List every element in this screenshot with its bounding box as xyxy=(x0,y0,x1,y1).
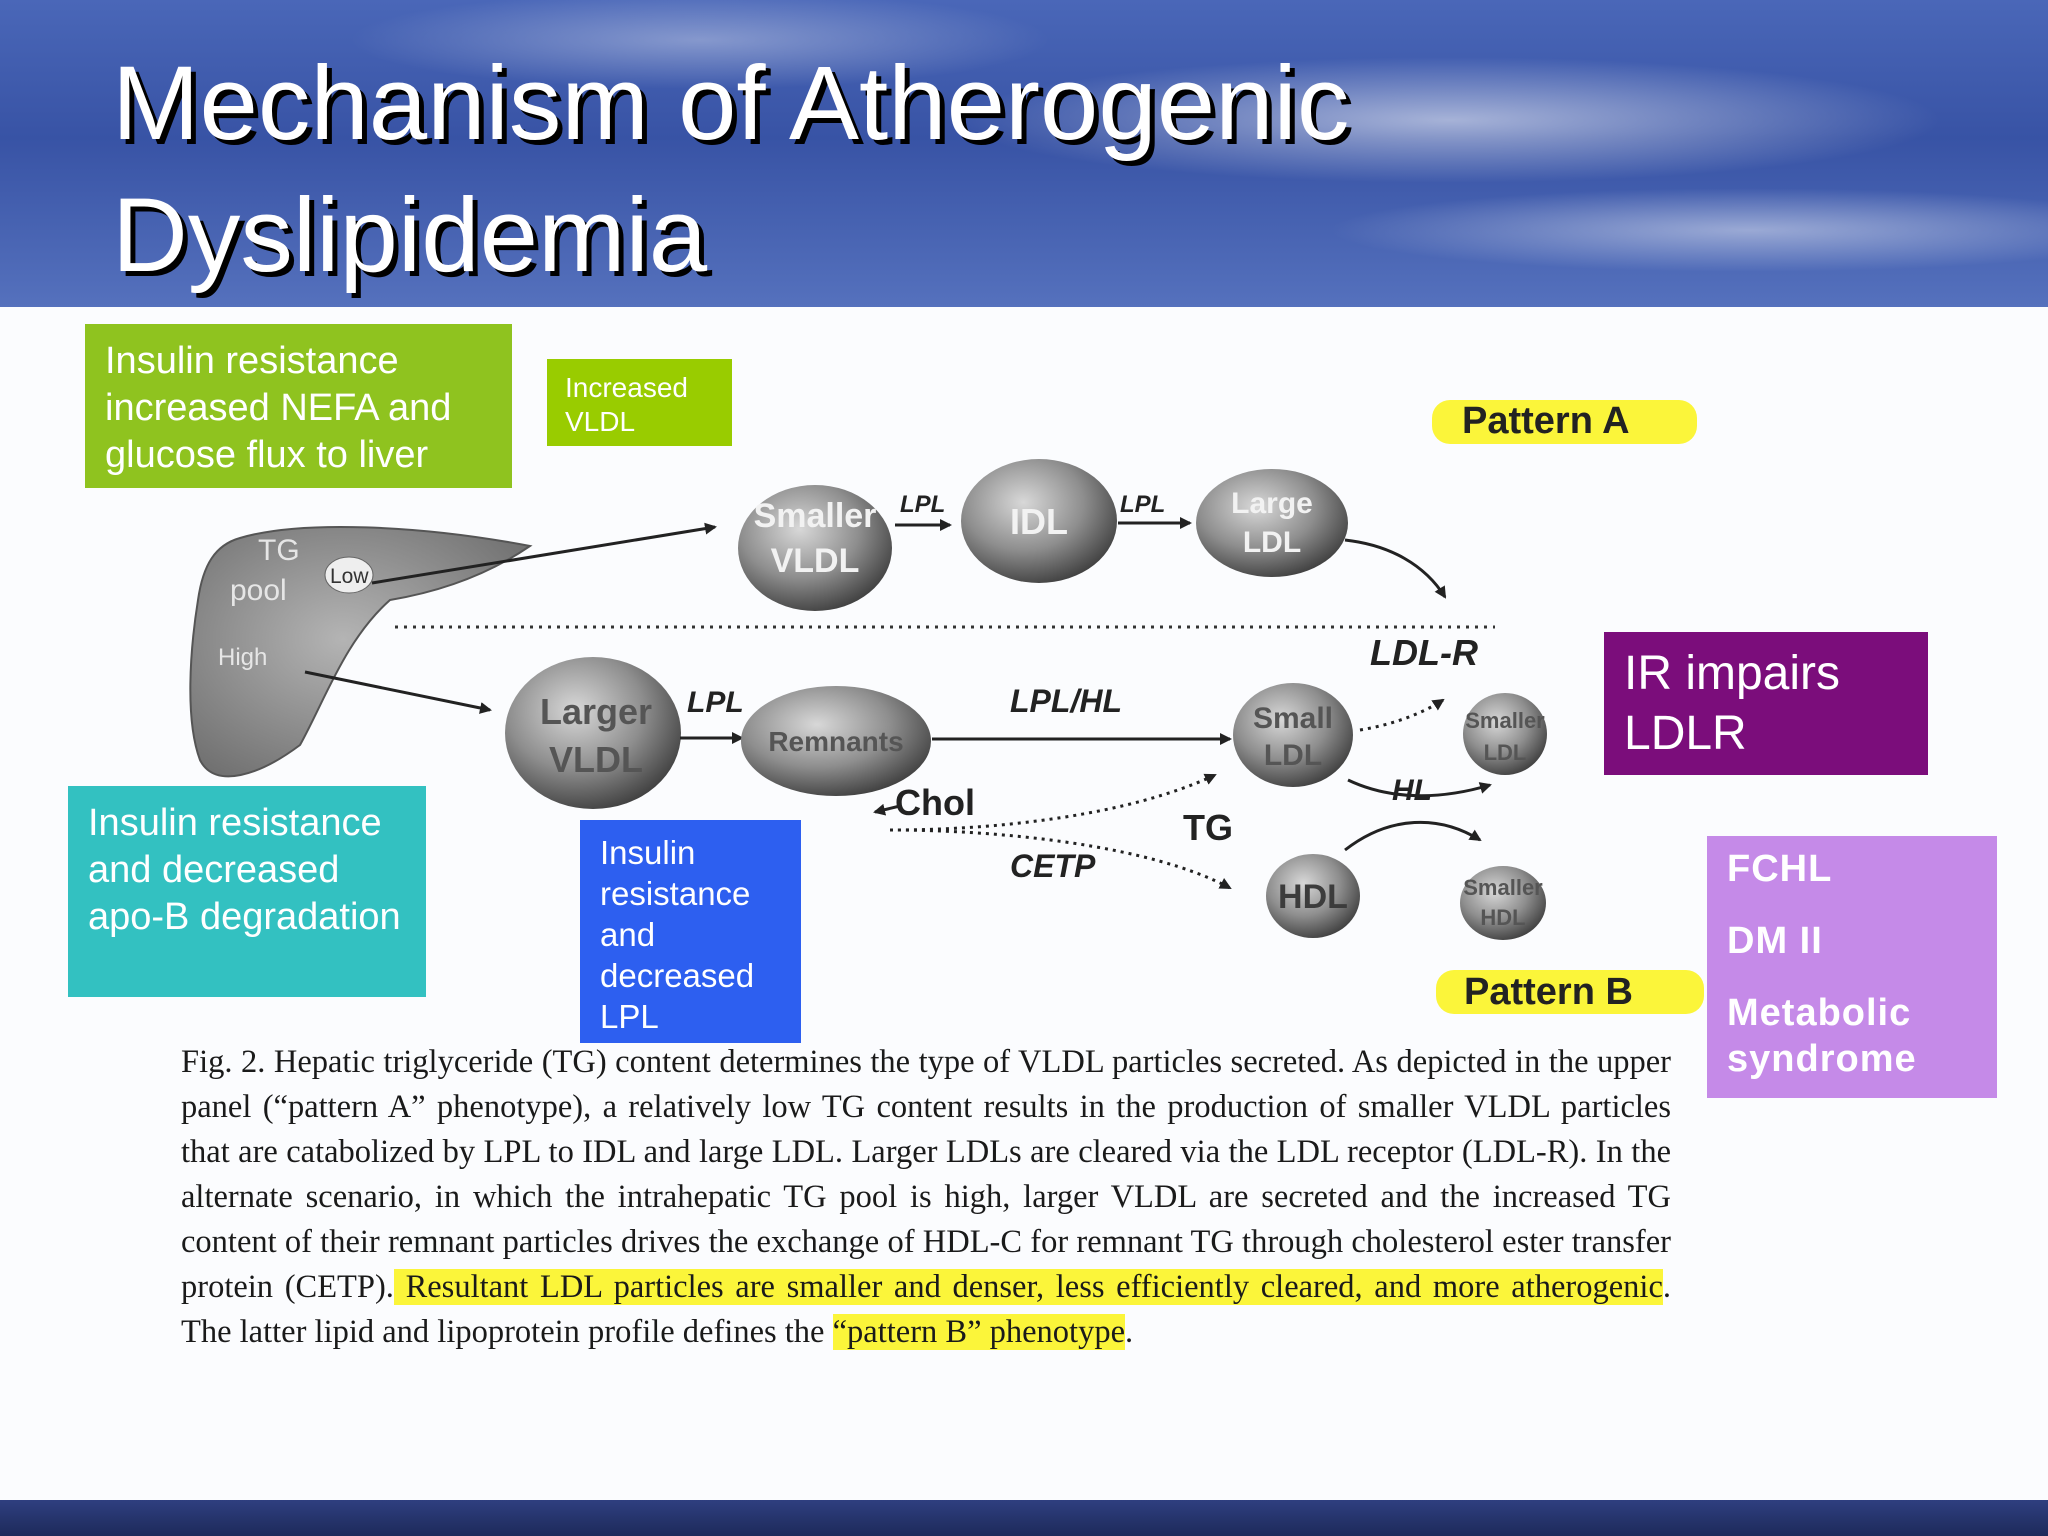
lpl-label-b: LPL xyxy=(687,686,744,719)
large-ldl-label-line1: Large xyxy=(1231,487,1313,520)
tg-label: TG xyxy=(1183,807,1233,848)
callout-conditions-list: FCHL DM II Metabolic syndrome xyxy=(1707,836,1997,1098)
figure-caption: Fig. 2. Hepatic triglyceride (TG) conten… xyxy=(181,1040,1671,1355)
condition-dm-ii: DM II xyxy=(1727,920,1823,962)
arrow-large-ldl-to-ldlr xyxy=(1344,538,1447,599)
liver-shape xyxy=(189,526,533,778)
callout-ir-impairs-ldlr: IR impairs LDLR xyxy=(1604,632,1928,775)
footer-bar xyxy=(0,1500,2048,1536)
smaller-ldl-label-line1: Smaller xyxy=(1465,708,1545,733)
callout-increased-vldl: Increased VLDL xyxy=(547,359,732,446)
pattern-a-highlight xyxy=(1432,400,1697,444)
sky-header-background xyxy=(0,0,2048,307)
caption-body: Hepatic triglyceride (TG) content determ… xyxy=(181,1044,1671,1305)
remnants-label: Remnants xyxy=(768,726,903,757)
small-ldl-label-line1: Small xyxy=(1253,702,1333,735)
idl-particle xyxy=(961,459,1117,583)
chol-arrow xyxy=(873,803,901,816)
dotted-arrow-small-ldl-to-ldlr xyxy=(1359,698,1445,732)
larger-vldl-label-line2: VLDL xyxy=(549,739,643,780)
caption-middle: . The latter lipid and lipoprotein profi… xyxy=(181,1269,1671,1350)
lpl-label-a1: LPL xyxy=(900,491,945,518)
liver-low-label: Low xyxy=(330,565,369,588)
smaller-vldl-label-line1: Smaller xyxy=(754,497,877,535)
liver-low-dot xyxy=(324,556,374,594)
large-ldl-particle xyxy=(1196,469,1348,577)
large-ldl-label-line2: LDL xyxy=(1243,526,1301,559)
caption-end: . xyxy=(1125,1314,1134,1350)
liver-high-label: High xyxy=(218,644,267,671)
smaller-ldl-particle xyxy=(1463,693,1547,775)
callout-apob-degradation: Insulin resistance and decreased apo-B d… xyxy=(68,786,426,997)
hdl-particle xyxy=(1266,854,1360,938)
condition-fchl: FCHL xyxy=(1727,848,1833,890)
caption-highlight-pattern-b: “pattern B” phenotype xyxy=(832,1314,1125,1350)
lpl-label-a2: LPL xyxy=(1120,491,1165,518)
hdl-label: HDL xyxy=(1278,878,1348,916)
larger-vldl-label-line1: Larger xyxy=(540,691,652,732)
arrow-liver-to-larger-vldl xyxy=(304,670,492,714)
small-ldl-label-line2: LDL xyxy=(1264,739,1322,772)
condition-metabolic-syndrome: Metabolic syndrome xyxy=(1727,992,1917,1080)
remnants-particle xyxy=(741,686,931,796)
liver-pool-label: pool xyxy=(230,574,287,607)
pattern-b-highlight xyxy=(1436,970,1704,1014)
hl-arrow-to-smaller-hdl xyxy=(1344,820,1482,852)
ldl-r-label: LDL-R xyxy=(1370,632,1478,673)
larger-vldl-particle xyxy=(505,657,681,809)
smaller-vldl-label-line2: VLDL xyxy=(771,542,860,580)
lpl-hl-label: LPL/HL xyxy=(1010,683,1122,719)
hl-label: HL xyxy=(1392,774,1432,807)
pattern-a-label: Pattern A xyxy=(1462,400,1630,442)
callout-insulin-resistance-nefa: Insulin resistance increased NEFA and gl… xyxy=(85,324,512,488)
smaller-ldl-label-line2: LDL xyxy=(1484,740,1527,765)
small-ldl-particle xyxy=(1233,683,1353,787)
callout-decreased-lpl: Insulin resistance and decreased LPL xyxy=(580,820,801,1043)
smaller-hdl-label-line2: HDL xyxy=(1480,905,1525,930)
smaller-hdl-particle xyxy=(1460,866,1546,940)
liver-tg-label: TG xyxy=(258,534,300,567)
caption-highlight-ldl: Resultant LDL particles are smaller and … xyxy=(393,1269,1663,1305)
arrow-liver-to-smaller-vldl xyxy=(371,522,717,585)
hl-arrow-to-smaller-ldl xyxy=(1347,778,1492,798)
cetp-label: CETP xyxy=(1010,848,1096,884)
chol-label: Chol xyxy=(895,782,975,823)
smaller-vldl-particle xyxy=(738,485,892,611)
slide-title: Mechanism of Atherogenic Dyslipidemia xyxy=(112,45,1350,294)
smaller-hdl-label-line1: Smaller xyxy=(1463,875,1543,900)
idl-label: IDL xyxy=(1010,501,1068,542)
caption-figure-number: Fig. 2. xyxy=(181,1044,274,1080)
pattern-b-label: Pattern B xyxy=(1464,971,1633,1013)
